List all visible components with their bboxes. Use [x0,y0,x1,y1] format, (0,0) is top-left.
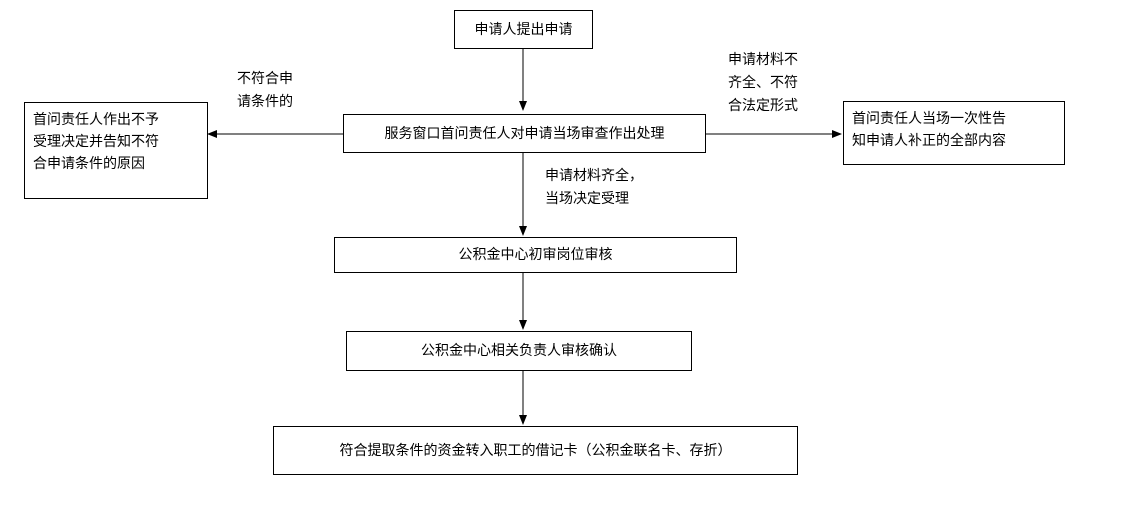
node-supplement-line-2: 知申请人补正的全部内容 [852,133,1006,149]
edge-label-not-eligible-line-2: 请条件的 [237,94,293,110]
edge-label-incomplete: 申请材料不 齐全、不符 合法定形式 [728,49,798,118]
node-confirm: 公积金中心相关负责人审核确认 [346,331,692,371]
edge-label-accepted: 申请材料齐全， 当场决定受理 [545,165,643,211]
node-reject-line-3: 合申请条件的原因 [33,156,145,172]
node-supplement-line-1: 首问责任人当场一次性告 [852,111,1006,127]
node-confirm-text: 公积金中心相关负责人审核确认 [421,343,617,359]
node-transfer: 符合提取条件的资金转入职工的借记卡（公积金联名卡、存折） [273,426,798,475]
node-start: 申请人提出申请 [454,10,593,49]
edge-label-accepted-line-2: 当场决定受理 [545,191,629,207]
node-initial-review-text: 公积金中心初审岗位审核 [458,247,613,263]
edge-label-incomplete-line-2: 齐全、不符 [728,75,798,91]
node-transfer-text: 符合提取条件的资金转入职工的借记卡（公积金联名卡、存折） [339,442,732,459]
edge-label-incomplete-line-1: 申请材料不 [728,52,798,68]
edge-label-incomplete-line-3: 合法定形式 [728,98,798,114]
node-reject: 首问责任人作出不予 受理决定并告知不符 合申请条件的原因 [24,102,208,199]
node-service-window-text: 服务窗口首问责任人对申请当场审查作出处理 [384,125,665,142]
edge-label-accepted-line-1: 申请材料齐全， [545,168,643,184]
node-service-window: 服务窗口首问责任人对申请当场审查作出处理 [343,114,706,153]
node-start-text: 申请人提出申请 [474,21,573,38]
edge-label-not-eligible: 不符合申 请条件的 [237,68,293,114]
node-reject-line-2: 受理决定并告知不符 [33,134,159,150]
node-initial-review: 公积金中心初审岗位审核 [334,237,737,273]
edge-label-not-eligible-line-1: 不符合申 [237,71,293,87]
node-reject-line-1: 首问责任人作出不予 [33,112,159,128]
node-supplement: 首问责任人当场一次性告 知申请人补正的全部内容 [843,101,1065,165]
